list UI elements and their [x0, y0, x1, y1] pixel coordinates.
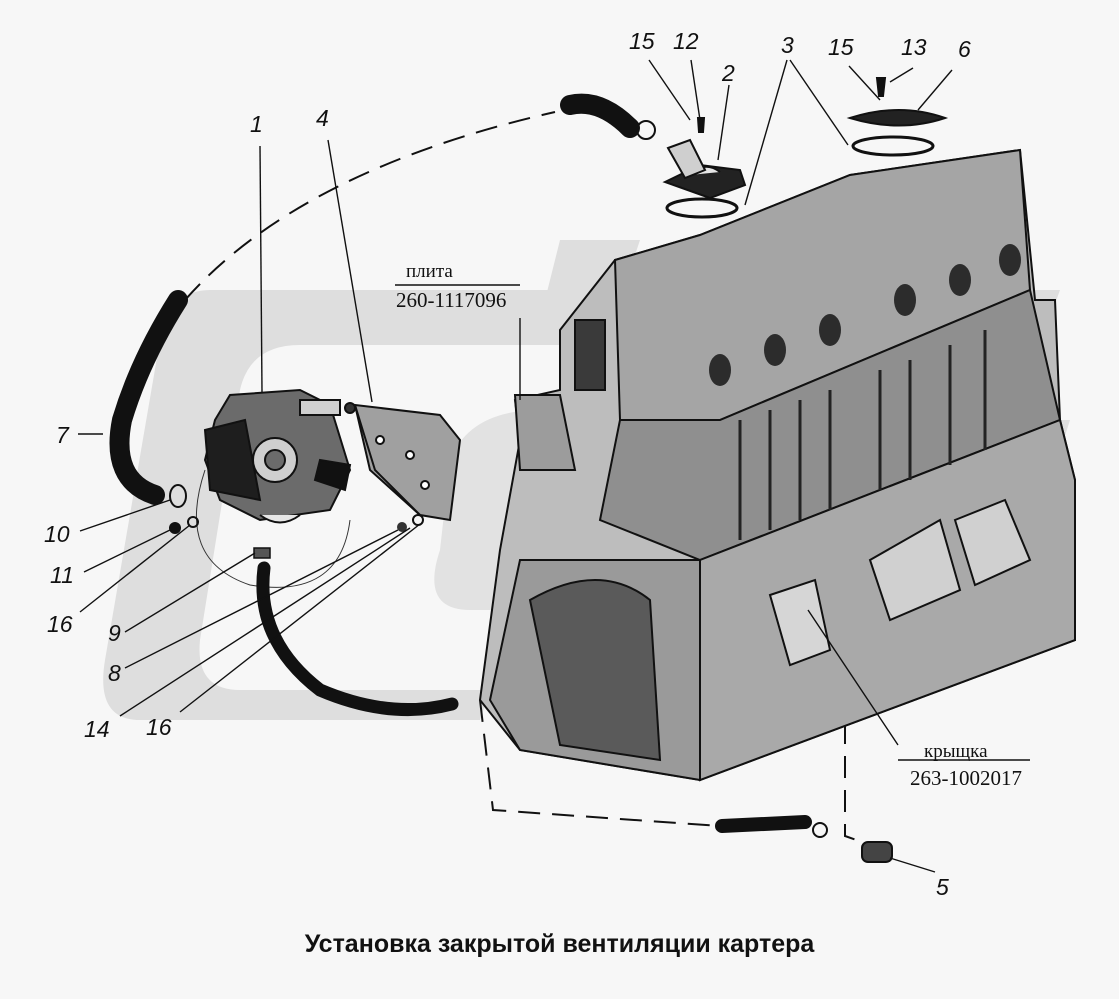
diagram-title: Установка закрытой вентиляции картера [304, 930, 815, 958]
engine-block [478, 148, 1076, 782]
bottom-hose [715, 815, 812, 833]
callout-7: 7 [56, 422, 69, 448]
callout-9: 9 [108, 620, 121, 646]
callout-2: 2 [722, 60, 735, 86]
cover-6 [846, 77, 949, 157]
callout-4: 4 [316, 105, 329, 131]
callout-14: 14 [84, 716, 110, 742]
callout-13: 13 [901, 34, 927, 60]
breather-assembly [195, 388, 352, 588]
fitting-5 [861, 841, 893, 863]
gasket-3a [665, 197, 739, 219]
clamp-bottom [812, 822, 828, 838]
plate-bracket [513, 394, 577, 471]
oil-filler-cover-2 [662, 117, 747, 219]
screw-12 [696, 117, 706, 133]
clamp-10 [169, 484, 187, 508]
cover-ref-name: крыщка [924, 741, 988, 762]
dashed-hose-routes [184, 111, 863, 843]
callout-6: 6 [958, 36, 971, 62]
hose-7 [109, 290, 188, 505]
clamp-9 [253, 547, 271, 559]
nut-8 [397, 522, 407, 532]
callout-15-right: 15 [828, 34, 854, 60]
callout-10: 10 [44, 521, 70, 547]
washer-16b [412, 514, 424, 526]
gasket-3b [851, 135, 935, 157]
nut-11 [169, 522, 181, 534]
top-hose [560, 93, 640, 138]
callout-5: 5 [936, 874, 949, 900]
callout-8: 8 [108, 660, 121, 686]
washer-16a [187, 516, 199, 528]
lower-hose [256, 561, 459, 717]
bracket-plate [344, 402, 462, 522]
screw-13 [875, 77, 887, 97]
callout-16-left: 16 [47, 611, 73, 637]
callout-1: 1 [250, 111, 263, 137]
callout-3: 3 [781, 32, 794, 58]
callout-16-bottom: 16 [146, 714, 172, 740]
plate-ref-code: 260-1117096 [396, 288, 507, 312]
callout-11: 11 [50, 562, 74, 588]
callout-12: 12 [673, 28, 699, 54]
cover-ref-code: 263-1002017 [910, 766, 1022, 790]
leader-lines [78, 59, 1030, 873]
callout-15-left: 15 [629, 28, 655, 54]
clamp-top [636, 120, 656, 140]
plate-ref-name: плита [406, 261, 453, 282]
